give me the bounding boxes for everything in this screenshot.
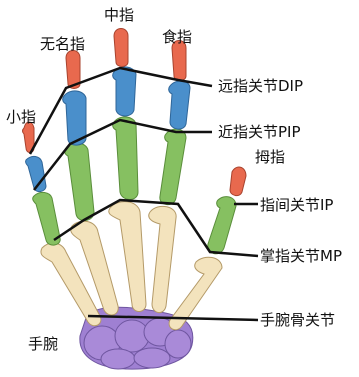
label-little-finger: 小指 (6, 110, 36, 125)
label-index-finger: 食指 (162, 30, 192, 45)
label-dip: 远指关节DIP (218, 79, 303, 94)
label-pip: 近指关节PIP (218, 125, 301, 140)
label-ring-finger: 无名指 (40, 37, 85, 52)
label-middle-finger: 中指 (104, 8, 134, 23)
label-wrist: 手腕 (28, 337, 58, 352)
label-ip: 指间关节IP (260, 198, 333, 213)
label-wrist-joint: 手腕骨关节 (260, 313, 335, 328)
label-mp: 掌指关节MP (260, 249, 342, 264)
label-thumb: 拇指 (255, 150, 285, 165)
